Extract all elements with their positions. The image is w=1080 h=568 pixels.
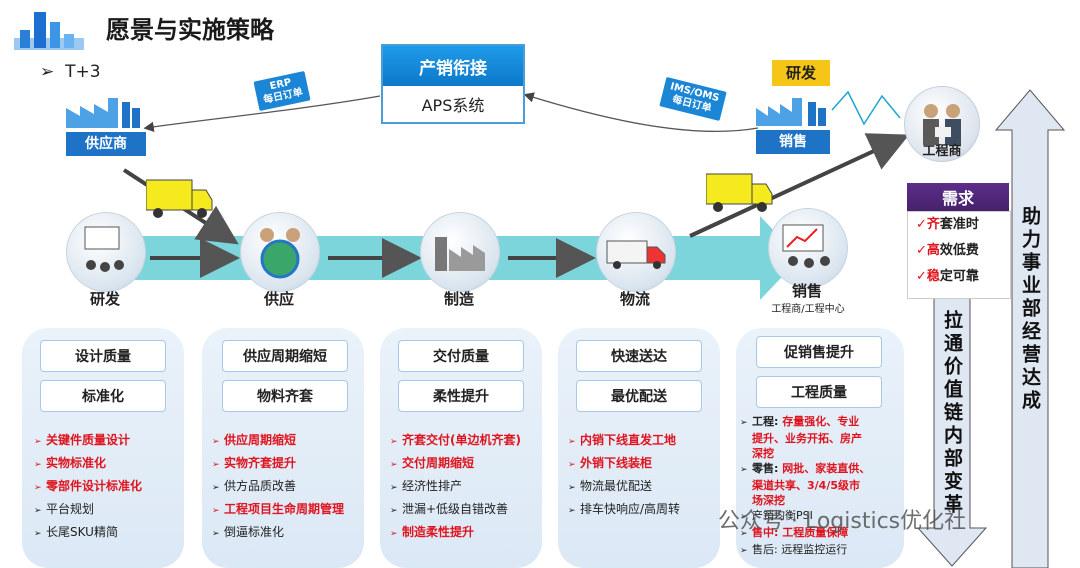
stage-rd-label: 研发	[89, 290, 120, 308]
needs-item: ✓稳定可靠	[916, 269, 979, 284]
column-pill: 促销售提升	[756, 336, 882, 368]
truck-icon	[706, 173, 773, 212]
column-pill: 物料齐套	[222, 380, 348, 412]
list-item: ➢关键件质量设计	[34, 433, 131, 447]
up-arrow-text: 助力事业部经营达成	[1019, 206, 1041, 413]
globe-icon	[260, 228, 300, 279]
logo-icon	[14, 12, 84, 50]
column-pill: 柔性提升	[398, 380, 524, 412]
page-title: 愿景与实施策略	[106, 16, 274, 44]
list-item: ➢平台规划	[34, 502, 95, 516]
list-item: ➢产销均衡PSI	[740, 509, 813, 522]
list-item: ➢供方品质改善	[212, 479, 297, 493]
column-pill: 工程质量	[756, 376, 882, 408]
aps-box: 产销衔接 APS系统	[381, 44, 525, 124]
column-pill: 交付质量	[398, 340, 524, 372]
supplier-label: 供应商	[66, 132, 146, 156]
list-item: ➢交付周期缩短	[390, 456, 475, 470]
stage-manufacture-circle	[420, 212, 500, 292]
presentation-icon	[84, 226, 124, 272]
column-list: ➢齐套交付(单边机齐套) ➢交付周期缩短 ➢经济性排产 ➢泄漏+低级自错改善 ➢…	[390, 430, 521, 545]
page-subtitle: ➢ T+3	[40, 62, 101, 82]
stage-logistics-circle	[596, 212, 676, 292]
column-pill: 快速送达	[576, 340, 702, 372]
list-item: ➢工程: 存量强化、专业 提升、业务开拓、房产 深挖	[740, 415, 862, 460]
plant-icon	[435, 237, 485, 271]
stage-sales-sublabel: 工程商/工程中心	[771, 304, 845, 315]
stage-logistics-label: 物流	[619, 290, 650, 308]
list-item: ➢倒逼标准化	[212, 525, 285, 539]
truck-icon	[146, 179, 213, 218]
down-arrow-text: 拉通价值链内部变革	[941, 310, 963, 517]
list-item: ➢供应周期缩短	[212, 433, 297, 447]
list-item: ➢售后: 远程监控运行	[740, 543, 848, 556]
stage-sales-circle	[768, 208, 848, 288]
stage-supply-label: 供应	[263, 290, 294, 308]
rd-badge: 研发	[772, 60, 830, 86]
engineer-label: 工程商	[922, 144, 962, 159]
stage-supply-circle	[240, 212, 320, 292]
list-item: ➢实物齐套提升	[212, 456, 297, 470]
column-list: ➢供应周期缩短 ➢实物齐套提升 ➢供方品质改善 ➢工程项目生命周期管理 ➢倒逼标…	[212, 430, 344, 545]
aps-system: APS系统	[421, 96, 485, 115]
sales-label: 销售	[756, 130, 830, 154]
list-item: ➢工程项目生命周期管理	[212, 502, 345, 516]
supplier-factory: 供应商	[66, 98, 146, 156]
sales-list: ➢工程: 存量强化、专业 提升、业务开拓、房产 深挖 ➢零售: 网批、家装直供、…	[740, 414, 904, 559]
needs-box: ✓齐套准时 ✓高效低费 ✓稳定可靠	[907, 211, 1011, 299]
list-item: ➢售中: 工程质量保障	[740, 526, 849, 539]
column-pill: 设计质量	[40, 340, 166, 372]
lorry-icon	[606, 240, 666, 269]
column-pill: 供应周期缩短	[222, 340, 348, 372]
column-list: ➢内销下线直发工地 ➢外销下线装柜 ➢物流最优配送 ➢排车快响应/高周转	[568, 430, 680, 522]
list-item: ➢制造柔性提升	[390, 525, 475, 539]
factory-icon	[756, 98, 826, 126]
needs-item: ✓齐套准时	[916, 217, 979, 232]
engineer-avatar	[904, 86, 980, 162]
column-sales	[736, 328, 904, 568]
growth-chart-icon	[782, 224, 830, 268]
stage-rd-circle	[66, 212, 146, 292]
sales-factory: 销售	[756, 98, 830, 154]
column-list: ➢关键件质量设计 ➢实物标准化 ➢零部件设计标准化 ➢平台规划 ➢长尾SKU精简	[34, 430, 142, 545]
list-item: ➢内销下线直发工地	[568, 433, 677, 447]
list-item: ➢排车快响应/高周转	[568, 502, 681, 516]
list-item: ➢长尾SKU精简	[34, 525, 118, 539]
list-item: ➢实物标准化	[34, 456, 107, 470]
factory-icon	[66, 98, 140, 128]
needs-title: 需求	[907, 183, 1009, 211]
list-item: ➢零部件设计标准化	[34, 479, 143, 493]
list-item: ➢齐套交付(单边机齐套)	[390, 433, 521, 447]
column-pill: 最优配送	[576, 380, 702, 412]
list-item: ➢物流最优配送	[568, 479, 653, 493]
needs-item: ✓高效低费	[916, 243, 979, 258]
stage-sales-label: 销售	[791, 282, 822, 300]
list-item: ➢外销下线装柜	[568, 456, 653, 470]
column-pill: 标准化	[40, 380, 166, 412]
watermark: 公众号 · Logistics优化社	[718, 509, 967, 534]
list-item: ➢泄漏+低级自错改善	[390, 502, 509, 516]
people-icon	[923, 104, 961, 145]
list-item: ➢零售: 网批、家装直供、 渠道共享、3/4/5级市 场深挖	[740, 462, 871, 507]
list-item: ➢经济性排产	[390, 479, 463, 493]
aps-title: 产销衔接	[383, 46, 523, 86]
stage-manufacture-label: 制造	[443, 290, 474, 308]
